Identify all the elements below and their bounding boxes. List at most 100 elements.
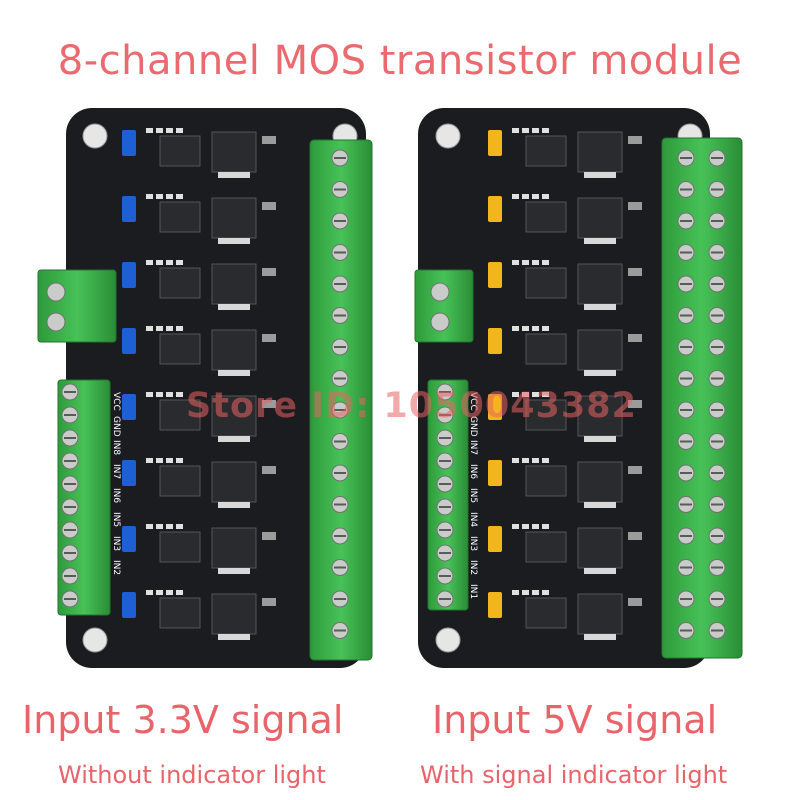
terminal-screw xyxy=(708,432,726,451)
right-subcaption: With signal indicator light xyxy=(420,761,728,789)
terminal-screw xyxy=(331,338,349,356)
terminal-screw xyxy=(677,369,695,388)
terminal-screw xyxy=(331,527,349,545)
optocoupler-chip xyxy=(525,597,567,629)
mosfet-chip xyxy=(211,461,257,503)
jumper xyxy=(488,196,502,222)
optocoupler-chip xyxy=(159,333,201,365)
terminal-screw xyxy=(331,495,349,514)
mosfet-chip xyxy=(577,263,623,305)
pin-label: IN7 xyxy=(468,440,478,455)
terminal-screw xyxy=(708,212,726,230)
store-watermark: Store ID: 1050043382 xyxy=(186,386,637,426)
terminal-screw xyxy=(436,498,454,516)
pin-label: VCC xyxy=(111,392,121,411)
optocoupler-chip xyxy=(159,597,201,629)
pin-label: IN7 xyxy=(111,464,121,479)
optocoupler-chip xyxy=(525,333,567,365)
terminal-screw xyxy=(436,590,454,608)
terminal-screw xyxy=(708,306,726,325)
pin-label: IN3 xyxy=(468,536,478,551)
jumper xyxy=(488,592,502,618)
jumper xyxy=(488,460,502,486)
terminal-screw xyxy=(436,475,454,493)
terminal-screw xyxy=(708,495,726,514)
optocoupler-chip xyxy=(525,201,567,233)
terminal-screw xyxy=(331,306,349,325)
mosfet-chip xyxy=(577,593,623,635)
terminal-screw xyxy=(331,180,349,199)
pin-label: IN6 xyxy=(468,464,478,479)
terminal-screw xyxy=(677,401,695,419)
terminal-screw xyxy=(436,429,454,447)
terminal-screw xyxy=(331,432,349,451)
pin-label: GND xyxy=(468,416,478,437)
terminal-screw xyxy=(61,475,79,493)
optocoupler-chip xyxy=(159,531,201,563)
pin-label: IN4 xyxy=(468,512,478,527)
jumper xyxy=(122,460,136,486)
terminal-screw xyxy=(436,567,454,585)
terminal-screw xyxy=(331,558,349,577)
terminal-screw xyxy=(677,243,695,262)
optocoupler-chip xyxy=(525,267,567,299)
jumper xyxy=(122,328,136,354)
terminal-screw xyxy=(677,306,695,325)
terminal-screw xyxy=(61,406,79,424)
terminal-screw xyxy=(708,621,726,640)
terminal-screw xyxy=(61,544,79,562)
terminal-screw xyxy=(708,243,726,262)
terminal-screw xyxy=(331,275,349,293)
jumper xyxy=(122,262,136,288)
pin-label: IN2 xyxy=(468,560,478,575)
terminal-screw xyxy=(677,527,695,545)
pin-label: IN8 xyxy=(111,440,121,455)
mosfet-chip xyxy=(211,263,257,305)
terminal-screw xyxy=(708,401,726,419)
mosfet-chip xyxy=(211,593,257,635)
jumper xyxy=(488,394,502,420)
terminal-screw xyxy=(331,212,349,230)
pin-label: GND xyxy=(111,416,121,437)
mosfet-chip xyxy=(211,329,257,371)
pin-label: IN2 xyxy=(111,560,121,575)
pin-label: IN3 xyxy=(111,536,121,551)
terminal-screw xyxy=(708,338,726,356)
terminal-screw xyxy=(436,544,454,562)
terminal-screw xyxy=(331,149,349,167)
terminal-screw xyxy=(331,621,349,640)
mosfet-chip xyxy=(577,197,623,239)
terminal-screw xyxy=(61,521,79,539)
optocoupler-chip xyxy=(159,267,201,299)
terminal-screw xyxy=(677,621,695,640)
optocoupler-chip xyxy=(525,399,567,431)
jumper xyxy=(488,328,502,354)
jumper xyxy=(122,394,136,420)
terminal-screw xyxy=(677,149,695,167)
optocoupler-chip xyxy=(159,465,201,497)
terminal-screw xyxy=(677,180,695,199)
left-caption: Input 3.3V signal xyxy=(22,698,344,742)
mosfet-chip xyxy=(211,131,257,173)
terminal-screw xyxy=(61,567,79,585)
pin-label: IN5 xyxy=(111,512,121,527)
terminal-screw xyxy=(61,498,79,516)
mosfet-chip xyxy=(577,527,623,569)
terminal-screw xyxy=(677,275,695,293)
terminal-screw xyxy=(708,369,726,388)
optocoupler-chip xyxy=(525,465,567,497)
terminal-screw xyxy=(677,464,695,482)
terminal-screw xyxy=(708,464,726,482)
terminal-screw xyxy=(331,369,349,388)
mosfet-chip xyxy=(211,197,257,239)
jumper xyxy=(488,262,502,288)
optocoupler-chip xyxy=(525,531,567,563)
terminal-screw xyxy=(61,429,79,447)
mosfet-chip xyxy=(211,395,257,437)
terminal-screw xyxy=(677,432,695,451)
pin-label: IN5 xyxy=(468,488,478,503)
optocoupler-chip xyxy=(159,135,201,167)
terminal-screw xyxy=(331,243,349,262)
